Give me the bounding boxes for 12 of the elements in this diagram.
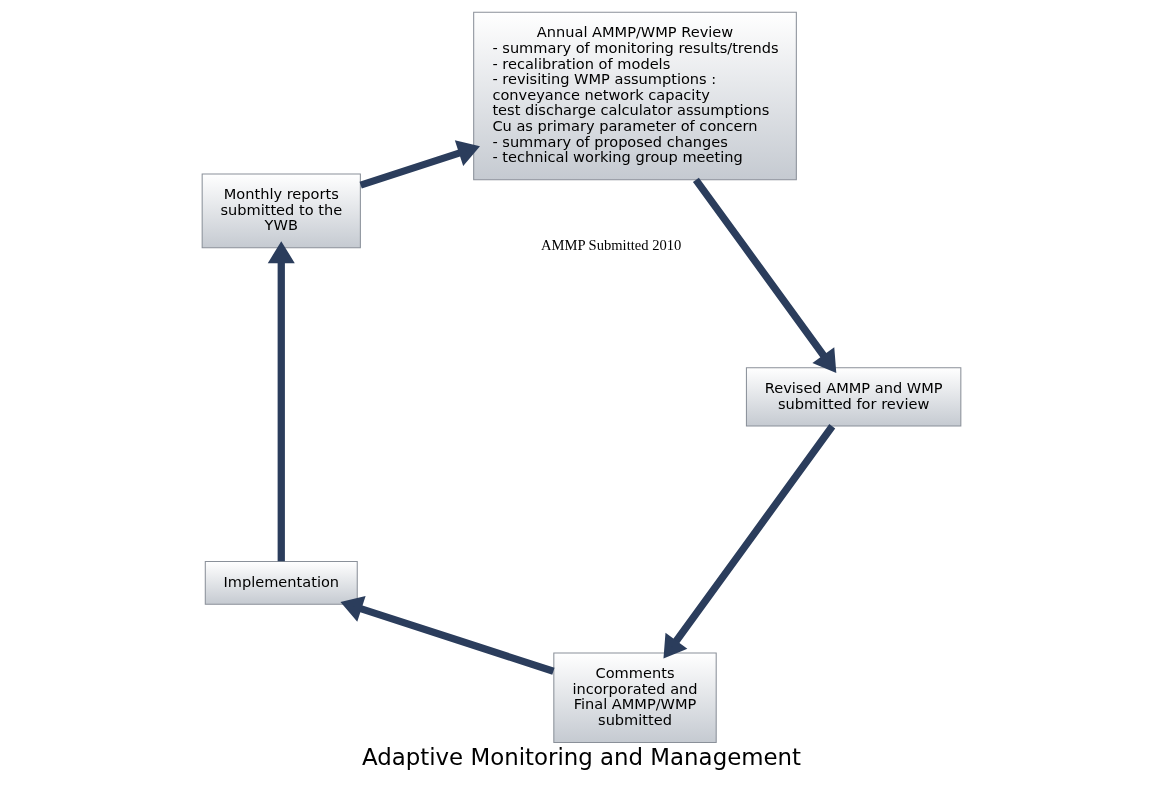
diagram-title: Adaptive Monitoring and Management — [361, 744, 802, 771]
node-box: Annual AMMP/WMP Review - summary of monitoring results/trends - recalibration of models - revisiting WMP assumptions : conveyance network capacity test discharge calculator assumptions Cu as primary parameter of concern - summary of proposed changes - technical working group meeting — [473, 11, 797, 181]
node-box: Revised AMMP and WMP submitted for review — [745, 367, 962, 427]
node-box: Monthly reports submitted to the YWB — [201, 173, 361, 249]
arrow — [340, 596, 555, 675]
node-box: Comments incorporated and Final AMMP/WMP submitted — [553, 652, 717, 744]
arrow — [663, 424, 836, 659]
node-box: Implementation — [204, 561, 358, 605]
arrow — [359, 140, 480, 189]
arrow — [267, 241, 295, 562]
arrow — [692, 177, 837, 374]
label: AMMP Submitted 2010 — [541, 236, 682, 253]
